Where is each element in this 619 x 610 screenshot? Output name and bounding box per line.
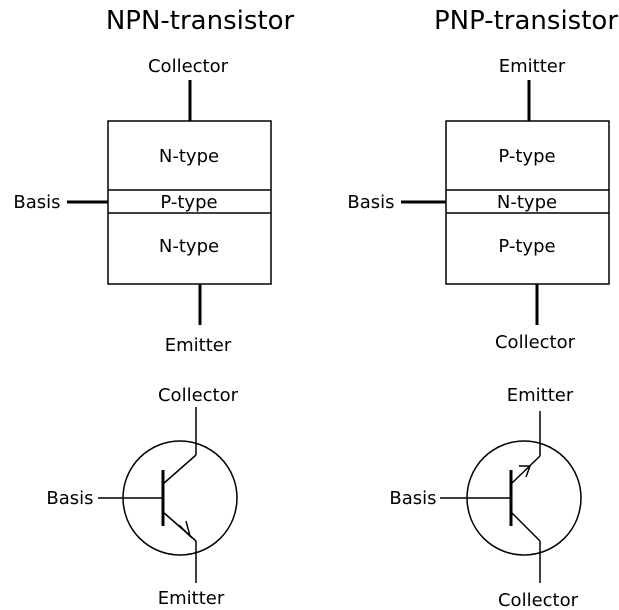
npn-layer-bottom-label: N-type (159, 236, 219, 257)
pnp-layer-top-label: P-type (498, 146, 555, 167)
pnp-block-emitter-label: Emitter (499, 56, 566, 77)
npn-title: NPN-transistor (106, 6, 295, 36)
npn-symbol-emitter-label: Emitter (158, 588, 225, 609)
pnp-symbol-basis-label: Basis (389, 488, 436, 509)
pnp-symbol: Emitter Basis Collector (389, 385, 582, 610)
npn-symbol: Collector Basis Emitter (46, 385, 238, 609)
pnp-emitter-arrow-icon (519, 465, 532, 478)
pnp-symbol-emitter-diag (510, 455, 541, 485)
pnp-block-collector-label: Collector (495, 332, 576, 353)
pnp-layer-bottom-label: P-type (498, 236, 555, 257)
npn-block-basis-label: Basis (13, 192, 60, 213)
npn-block-diagram: Collector N-type P-type N-type Basis Emi… (13, 56, 272, 356)
npn-emitter-arrow-icon (178, 520, 192, 539)
pnp-block-diagram: Emitter P-type N-type P-type Basis Colle… (347, 56, 610, 353)
pnp-section: PNP-transistor Emitter P-type N-type P-t… (347, 6, 618, 610)
pnp-layer-middle-label: N-type (497, 192, 557, 213)
npn-symbol-collector-diag (162, 454, 197, 485)
pnp-title: PNP-transistor (434, 6, 618, 36)
pnp-symbol-collector-diag (510, 511, 541, 542)
npn-layer-middle-label: P-type (160, 192, 217, 213)
npn-block-collector-label: Collector (148, 56, 229, 77)
npn-section: NPN-transistor Collector N-type P-type N… (13, 6, 294, 609)
npn-symbol-basis-label: Basis (46, 488, 93, 509)
pnp-block-basis-label: Basis (347, 192, 394, 213)
npn-symbol-collector-label: Collector (158, 385, 239, 406)
npn-layer-top-label: N-type (159, 146, 219, 167)
npn-block-emitter-label: Emitter (165, 335, 232, 356)
pnp-symbol-collector-label: Collector (498, 590, 579, 610)
pnp-symbol-emitter-label: Emitter (507, 385, 574, 406)
